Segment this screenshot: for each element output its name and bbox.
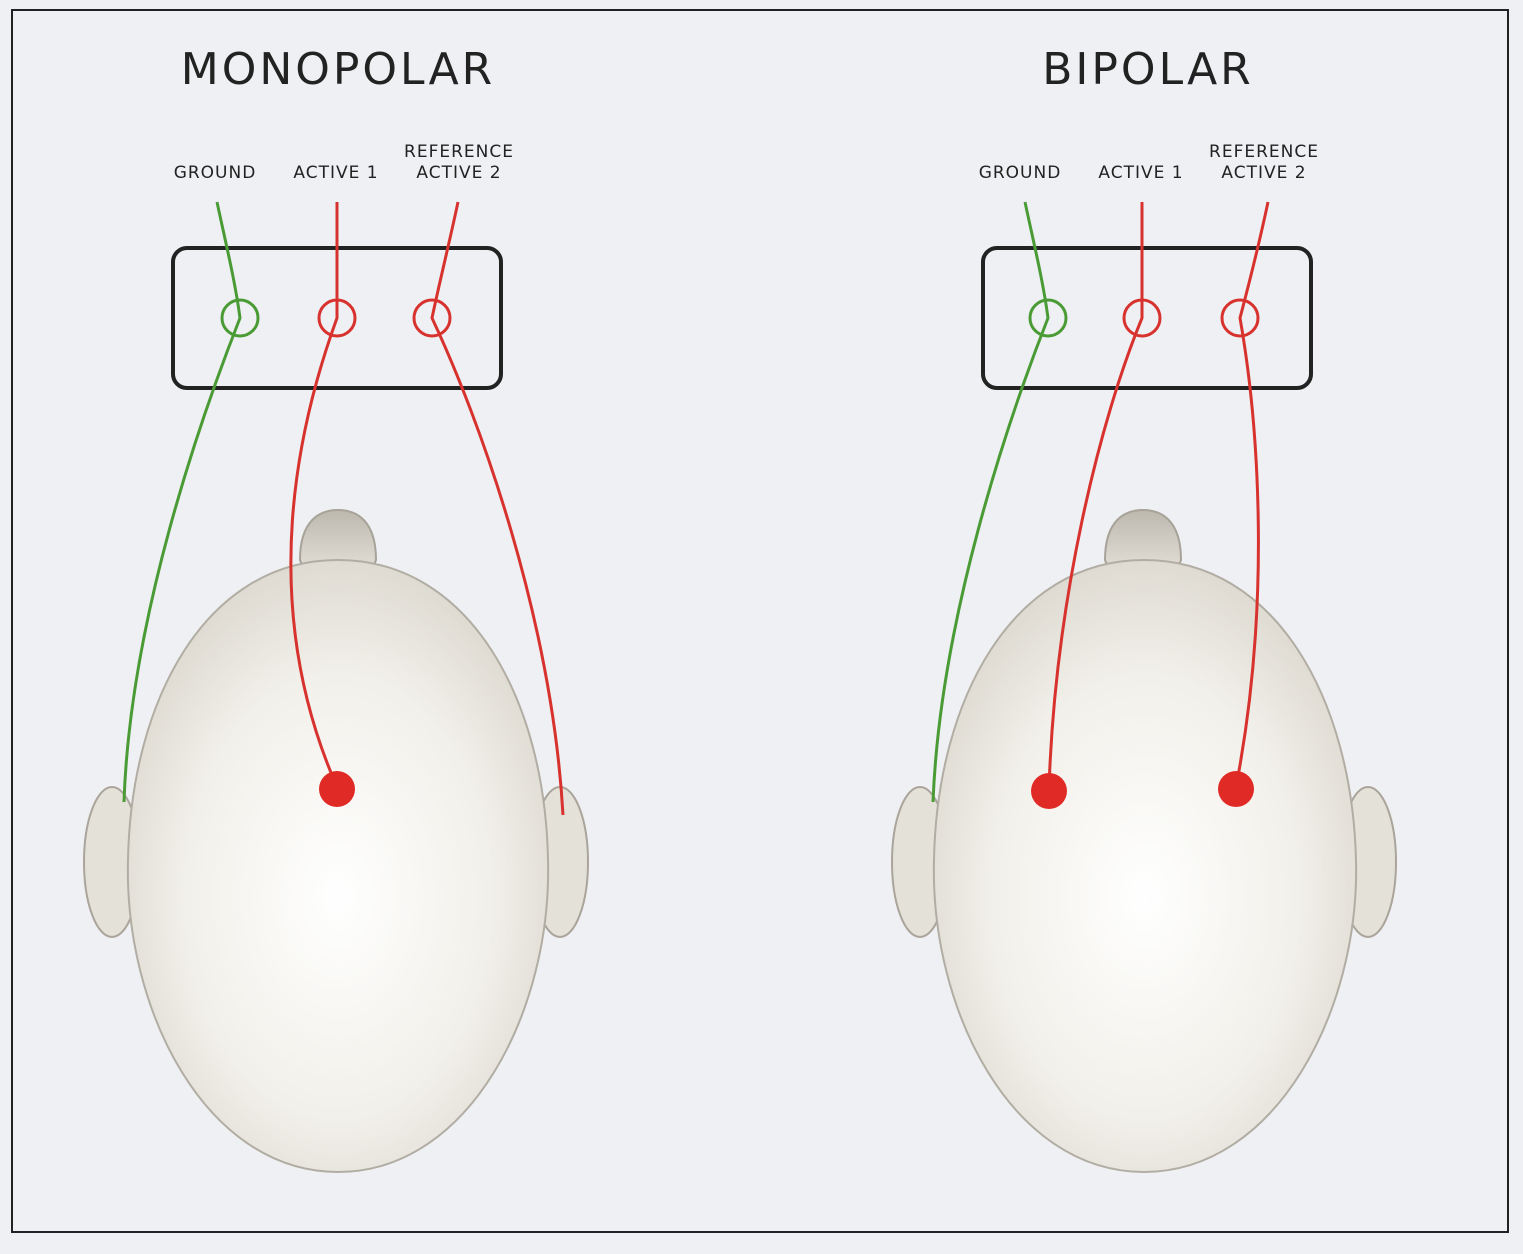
active2-label: ACTIVE 2	[416, 163, 501, 183]
active1-electrode	[317, 298, 357, 338]
ground-wire	[122, 201, 242, 803]
reference-electrode	[412, 298, 452, 338]
ground-electrode	[1028, 298, 1068, 338]
head-top-view	[83, 508, 589, 1174]
ground-label: GROUND	[979, 163, 1062, 183]
head-top-view	[891, 508, 1397, 1174]
active2-wire	[1234, 201, 1270, 788]
scalp-electrode-1	[1031, 773, 1067, 809]
ground-electrode	[220, 298, 260, 338]
bipolar-panel: BIPOLAR GROUND ACTIVE 1 REFERENCE ACTIVE…	[891, 44, 1397, 1174]
scalp-electrode-2	[1218, 771, 1254, 807]
active1-electrode	[1122, 298, 1162, 338]
reference-label: REFERENCE	[404, 142, 514, 162]
reference-label: REFERENCE	[1209, 142, 1319, 162]
panel-title: MONOPOLAR	[181, 44, 496, 95]
electrode-box	[981, 246, 1313, 390]
ground-wire	[931, 201, 1050, 803]
scalp	[126, 558, 550, 1174]
active1-wire	[289, 202, 339, 788]
active1-label: ACTIVE 1	[1098, 163, 1183, 183]
active2-electrode	[1220, 298, 1260, 338]
scalp	[932, 558, 1358, 1174]
ground-label: GROUND	[174, 163, 257, 183]
panel-title: BIPOLAR	[1042, 44, 1254, 95]
active1-wire	[1047, 202, 1144, 790]
active2-label: ACTIVE 2	[1221, 163, 1306, 183]
monopolar-panel: MONOPOLAR GROUND ACTIVE 1 REFERENCE ACTI…	[83, 44, 589, 1174]
scalp-electrode	[319, 771, 355, 807]
reference-wire	[430, 201, 565, 816]
active1-label: ACTIVE 1	[293, 163, 378, 183]
